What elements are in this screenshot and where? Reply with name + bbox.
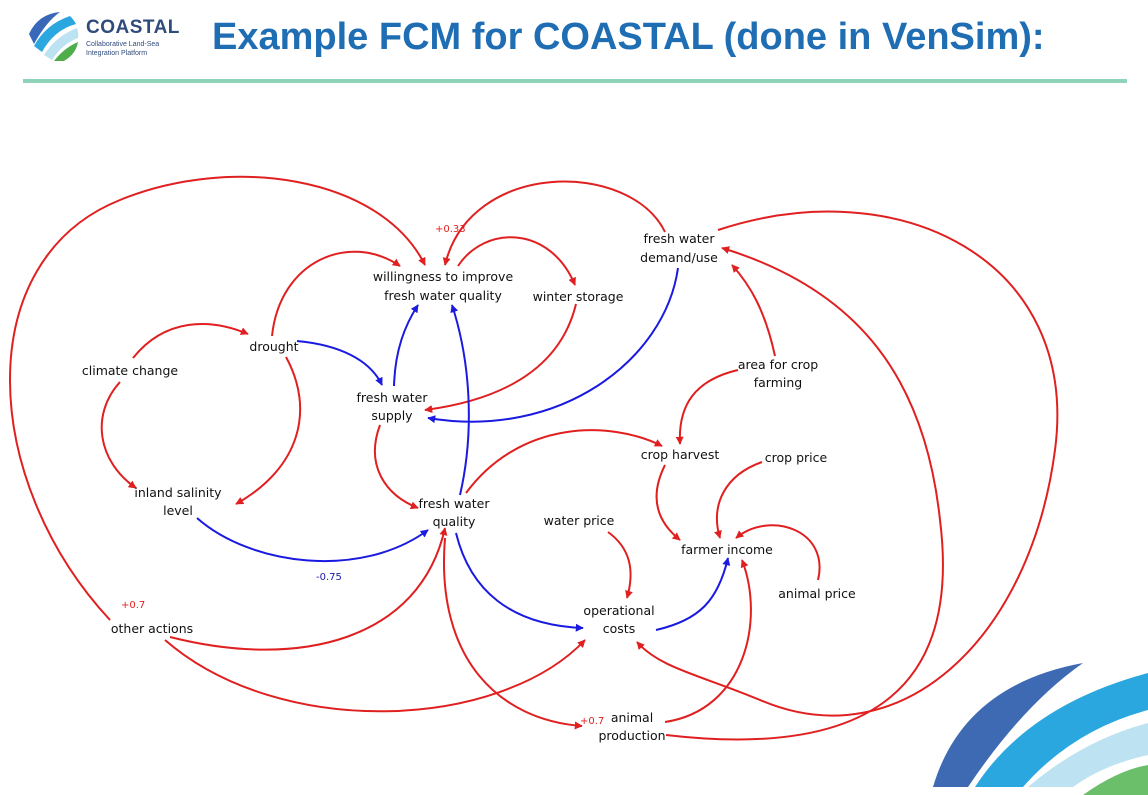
link-animalprice-to-income <box>735 524 821 581</box>
link-climate-to-salinity <box>100 381 137 489</box>
coastal-logo-icon <box>26 10 79 62</box>
node-fw-supply-line2: supply <box>371 408 413 423</box>
node-fw-supply-line1: fresh water <box>357 390 429 405</box>
node-willingness-line1: willingness to improve <box>373 269 514 284</box>
corner-decoration <box>933 663 1148 795</box>
link-quality-to-animalprod <box>443 537 583 730</box>
node-op-costs-line1: operational <box>583 603 654 618</box>
link-demand-to-supply <box>427 267 679 424</box>
logo-brand-name: COASTAL <box>86 17 180 38</box>
logo-tagline-line2: Integration Platform <box>86 50 148 57</box>
node-area-crop-line2: farming <box>754 375 803 390</box>
weight-plus-033: +0.33 <box>435 224 466 235</box>
link-harvest-to-income <box>655 464 681 541</box>
link-supply-to-willingness <box>393 304 419 387</box>
node-fw-demand-line2: demand/use <box>640 250 718 265</box>
weight-plus-07-other-actions: +0.7 <box>121 600 145 611</box>
node-climate-change: climate change <box>82 363 179 378</box>
title-divider <box>23 79 1127 83</box>
node-op-costs-line2: costs <box>603 621 635 636</box>
link-drought-to-supply <box>296 340 383 386</box>
node-farmer-income: farmer income <box>681 542 773 557</box>
link-animalprod-to-demand <box>665 246 944 741</box>
node-crop-harvest: crop harvest <box>641 447 720 462</box>
weight-minus-075: -0.75 <box>316 572 342 583</box>
link-other-to-quality <box>169 527 448 651</box>
link-opcosts-to-income <box>655 557 731 631</box>
link-quality-to-willingness <box>450 304 470 496</box>
link-drought-to-willingness <box>271 250 401 337</box>
node-water-price: water price <box>544 513 615 528</box>
node-area-crop-line1: area for crop <box>738 357 818 372</box>
weight-plus-07-animal-production: +0.7 <box>580 716 604 727</box>
node-drought: drought <box>249 339 298 354</box>
node-other-actions: other actions <box>111 621 193 636</box>
node-animal-price: animal price <box>778 586 856 601</box>
coastal-logo: COASTAL Collaborative Land-Sea Integrati… <box>20 8 180 64</box>
link-supply-to-quality <box>374 424 419 510</box>
link-willingness-to-winter <box>457 236 576 286</box>
node-animal-production-line1: animal <box>611 710 653 725</box>
link-quality-to-harvest <box>465 429 663 494</box>
link-quality-to-opcosts <box>455 532 584 632</box>
page-title: Example FCM for COASTAL (done in VenSim)… <box>212 16 1045 58</box>
node-fw-demand-line1: fresh water <box>644 231 716 246</box>
link-area-to-demand <box>731 264 776 357</box>
link-waterprice-to-opcosts <box>607 531 633 599</box>
node-fw-quality-line1: fresh water <box>419 496 491 511</box>
node-inland-salinity-line1: inland salinity <box>134 485 222 500</box>
link-other-to-willingness <box>9 175 426 621</box>
node-animal-production-line2: production <box>598 728 665 743</box>
node-inland-salinity-line2: level <box>163 503 193 518</box>
link-demand-to-willingness <box>442 180 666 266</box>
logo-tagline-line1: Collaborative Land-Sea <box>86 41 160 48</box>
link-winter-to-supply <box>424 303 577 414</box>
node-fw-quality-line2: quality <box>433 514 476 529</box>
link-drought-to-salinity <box>235 356 302 505</box>
link-climate-to-drought <box>132 323 249 359</box>
link-cropprice-to-income <box>714 461 763 539</box>
node-willingness-line2: fresh water quality <box>384 288 502 303</box>
link-other-to-opcosts <box>164 639 586 713</box>
link-animalprod-to-income <box>664 559 752 723</box>
link-area-to-harvest <box>675 369 739 445</box>
link-demand-to-opcosts <box>636 210 1059 717</box>
node-crop-price: crop price <box>765 450 828 465</box>
link-salinity-to-quality <box>196 517 429 563</box>
node-winter-storage: winter storage <box>533 289 624 304</box>
